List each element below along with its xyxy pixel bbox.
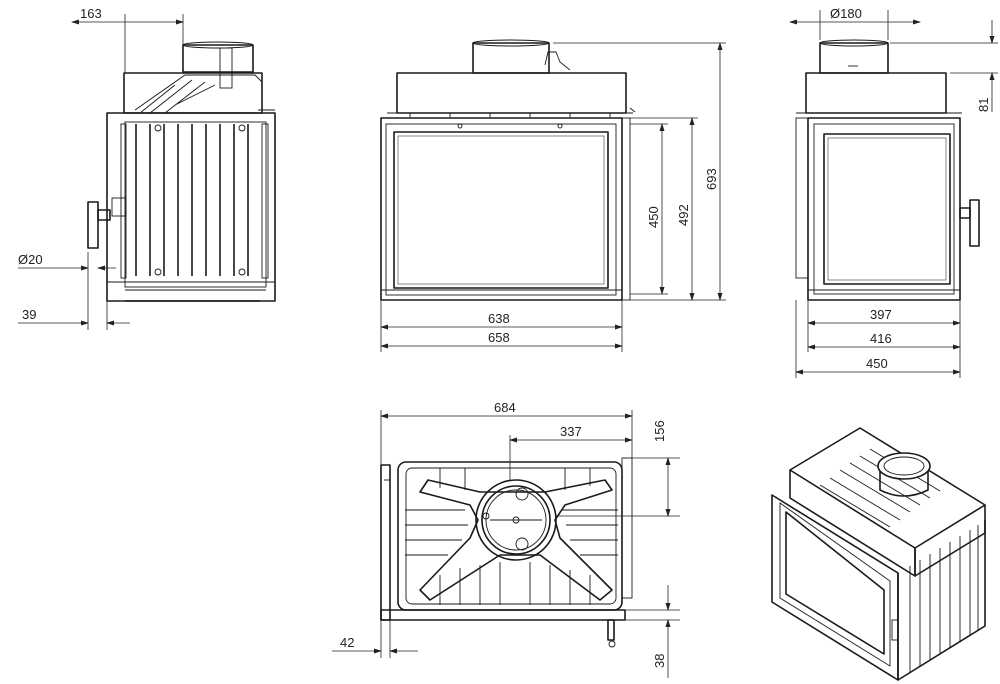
dim-39: 39 — [22, 307, 36, 322]
dim-638: 638 — [488, 311, 510, 326]
front-dimensions: 638 658 450 492 693 — [380, 42, 726, 352]
isometric-view — [771, 427, 986, 681]
side-left-dimensions: 163 Ø20 39 — [18, 6, 184, 330]
dim-337: 337 — [560, 424, 582, 439]
dim-397: 397 — [870, 307, 892, 322]
side-view-right — [795, 39, 980, 301]
dim-81: 81 — [976, 98, 991, 112]
dim-450-side: 450 — [866, 356, 888, 371]
dim-42: 42 — [340, 635, 354, 650]
dim-492: 492 — [676, 204, 691, 226]
dim-156: 156 — [652, 420, 667, 442]
dim-38: 38 — [652, 654, 667, 668]
dim-684: 684 — [494, 400, 516, 415]
top-dimensions: 684 337 156 38 42 — [332, 400, 680, 678]
dim-163: 163 — [80, 6, 102, 21]
front-view — [380, 39, 636, 301]
dim-450-front: 450 — [646, 206, 661, 228]
dim-658: 658 — [488, 330, 510, 345]
side-view-left — [87, 41, 276, 302]
dim-handle-diameter: Ø20 — [18, 252, 43, 267]
dim-flue-diameter: Ø180 — [830, 6, 862, 21]
side-right-dimensions: Ø180 81 397 416 450 — [789, 6, 998, 378]
top-view — [380, 457, 633, 648]
dim-693: 693 — [704, 168, 719, 190]
dim-416: 416 — [870, 331, 892, 346]
